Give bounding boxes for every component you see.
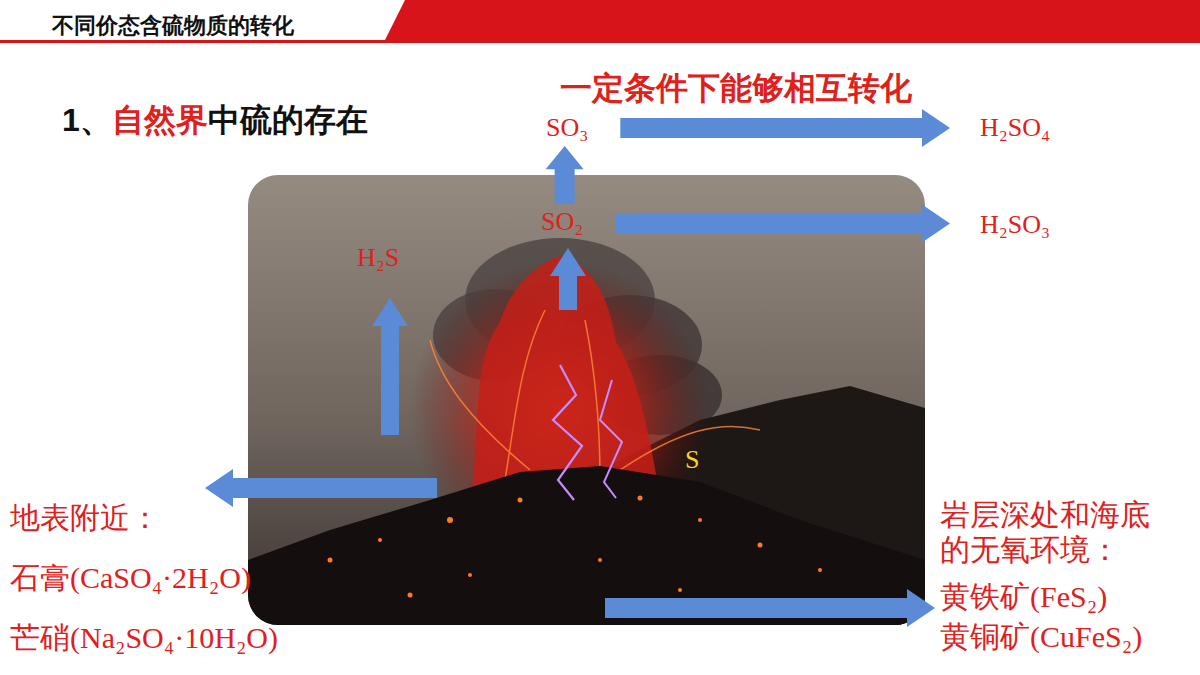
chemical-formula: H₂SO₃ bbox=[980, 210, 1050, 240]
flow-arrow bbox=[546, 146, 584, 204]
node-heading: S bbox=[685, 445, 699, 475]
node-item: 黄铜矿(CuFeS₂) bbox=[940, 619, 1162, 655]
block-arrow bbox=[605, 589, 935, 627]
chemical-formula: SO₃ bbox=[546, 113, 588, 143]
node-item: 石膏(CaSO₄·2H₂O) bbox=[10, 560, 278, 596]
chemical-formula: S bbox=[685, 445, 699, 475]
text-run: 1、 bbox=[62, 102, 112, 138]
node-heading: H₂S bbox=[357, 243, 399, 273]
block-arrow bbox=[205, 469, 437, 507]
lava-streak bbox=[430, 310, 760, 480]
text-run: 一定条件下能够相互转化 bbox=[560, 70, 912, 106]
node-item: 芒硝(Na₂SO₄·10H₂O) bbox=[10, 620, 278, 656]
text-run: 自然界 bbox=[112, 102, 208, 138]
slide-title: 不同价态含硫物质的转化 bbox=[52, 12, 294, 40]
text-run: 中硫的存在 bbox=[208, 102, 368, 138]
lava-dots bbox=[328, 496, 823, 598]
header-rule bbox=[0, 40, 1200, 43]
node-heading: SO₃ bbox=[546, 113, 588, 143]
node-heading: H₂SO₃ bbox=[980, 210, 1050, 240]
chemical-formula: SO₂ bbox=[541, 207, 583, 237]
node-item: 黄铁矿(FeS₂) bbox=[940, 579, 1162, 615]
section-heading: 1、自然界中硫的存在 bbox=[62, 101, 368, 139]
header-band bbox=[385, 0, 1200, 40]
lightning bbox=[600, 380, 622, 498]
node-heading: H₂SO₄ bbox=[980, 113, 1050, 143]
note-text: 一定条件下能够相互转化 bbox=[560, 69, 912, 107]
node-heading: 岩层深处和海底的无氧环境： bbox=[940, 497, 1162, 567]
volcano-photo bbox=[248, 175, 925, 625]
lightning bbox=[553, 365, 582, 500]
mineral-group: 岩层深处和海底的无氧环境： 黄铁矿(FeS₂) 黄铜矿(CuFeS₂) bbox=[940, 497, 1162, 655]
node-heading: 地表附近： bbox=[10, 500, 278, 536]
chemical-formula: H₂SO₄ bbox=[980, 113, 1050, 143]
chemical-formula: H₂S bbox=[357, 243, 399, 273]
block-arrow bbox=[550, 248, 586, 310]
photo-sky bbox=[248, 175, 925, 625]
mineral-group: 地表附近： 石膏(CaSO₄·2H₂O) 芒硝(Na₂SO₄·10H₂O) bbox=[10, 500, 278, 656]
layout-arrows bbox=[205, 248, 935, 627]
flow-arrow bbox=[615, 204, 950, 242]
flow-arrow bbox=[620, 109, 950, 147]
node-heading: SO₂ bbox=[541, 207, 583, 237]
block-arrow bbox=[372, 298, 408, 435]
